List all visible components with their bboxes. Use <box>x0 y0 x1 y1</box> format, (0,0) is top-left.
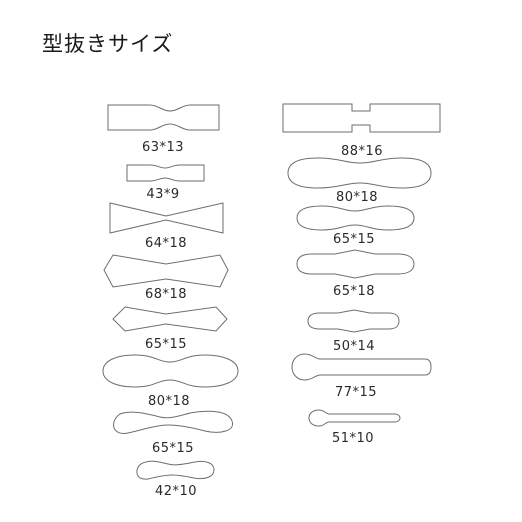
shape-label: 50*14 <box>333 339 375 354</box>
shape-item: 63*13 <box>107 104 220 155</box>
shape-item: 51*10 <box>308 409 401 446</box>
shape-68x18 <box>103 254 229 288</box>
shape-43x9 <box>126 164 205 182</box>
shape-item: 65*15 <box>113 410 234 456</box>
shape-item: 80*18 <box>102 354 239 409</box>
shape-80x18 <box>102 354 239 388</box>
shape-88x16 <box>282 103 441 133</box>
shape-item: 64*18 <box>109 202 224 251</box>
shape-65x15-hex <box>112 306 228 332</box>
shape-item: 65*15 <box>296 205 415 247</box>
shape-label: 65*18 <box>333 284 375 299</box>
shape-65x18 <box>296 249 415 279</box>
shape-label: 68*18 <box>145 287 187 302</box>
shape-label: 77*15 <box>335 385 377 400</box>
shape-label: 43*9 <box>146 187 179 202</box>
shape-80x18-oval <box>287 157 432 189</box>
shape-50x14 <box>307 309 400 333</box>
shape-item: 77*15 <box>291 353 432 400</box>
shape-label: 88*16 <box>341 144 383 159</box>
shape-51x10 <box>308 409 401 427</box>
shape-77x15 <box>291 353 432 381</box>
shape-item: 43*9 <box>126 164 205 202</box>
shape-item: 80*18 <box>287 157 432 205</box>
shape-item: 42*10 <box>136 460 215 499</box>
shape-item: 65*18 <box>296 249 415 299</box>
shape-65x15-oval <box>296 205 415 231</box>
shape-label: 64*18 <box>145 236 187 251</box>
shape-item: 88*16 <box>282 103 441 159</box>
shape-label: 42*10 <box>155 484 197 499</box>
shape-label: 80*18 <box>148 394 190 409</box>
shape-item: 68*18 <box>103 254 229 302</box>
shape-63x13 <box>107 104 220 131</box>
shape-item: 65*15 <box>112 306 228 352</box>
shape-label: 65*15 <box>333 232 375 247</box>
shape-label: 65*15 <box>152 441 194 456</box>
shape-label: 51*10 <box>332 431 374 446</box>
shape-42x10 <box>136 460 215 480</box>
shape-65x15-bone <box>113 410 234 434</box>
shape-label: 80*18 <box>336 190 378 205</box>
shape-item: 50*14 <box>307 309 400 354</box>
shape-label: 65*15 <box>145 337 187 352</box>
page-title: 型抜きサイズ <box>42 32 174 56</box>
shape-label: 63*13 <box>142 140 184 155</box>
shape-64x18 <box>109 202 224 234</box>
